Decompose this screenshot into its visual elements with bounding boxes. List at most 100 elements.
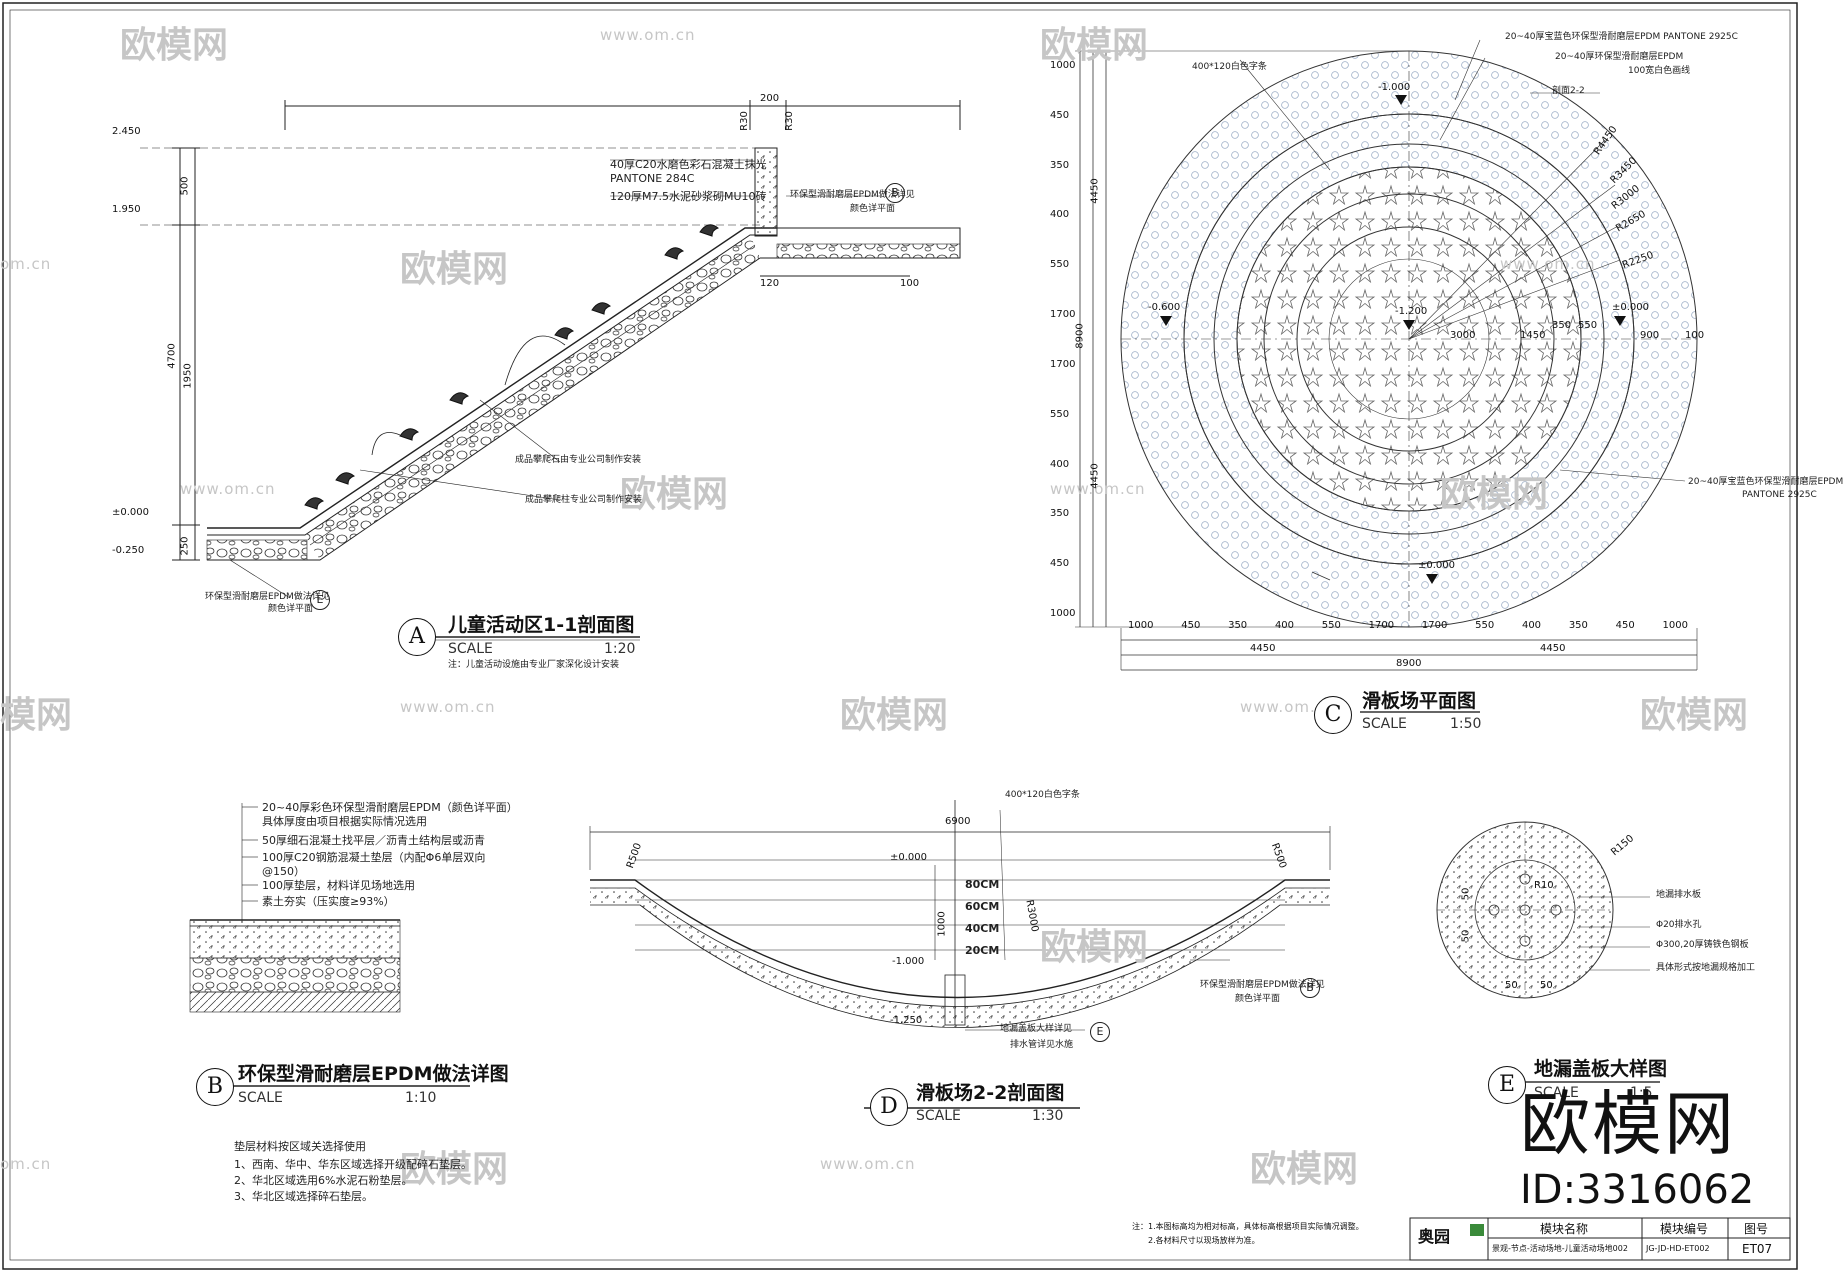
- tb-note-1: 注：1.本图标高均为相对标高，具体标高根据项目实际情况调整。: [1132, 1222, 1364, 1231]
- callout-c-3: 100宽白色画线: [1628, 66, 1691, 76]
- title-c: 滑板场平面图: [1362, 690, 1477, 712]
- depth-d-3: 40CM: [965, 922, 1000, 935]
- dim: 1000: [1050, 607, 1076, 619]
- dim: 400: [1521, 620, 1542, 631]
- section-mark-c: 剖面2-2: [1552, 86, 1585, 96]
- watermark-url: www.om.cn: [1050, 480, 1146, 498]
- badge-b: B: [196, 1068, 234, 1106]
- dim-e-3: 50: [1505, 980, 1518, 991]
- callout-a-6: 成品攀爬石由专业公司制作安装: [515, 455, 642, 465]
- level-a-1: 2.450: [112, 126, 141, 137]
- dim: 450: [1050, 558, 1070, 570]
- dim-c-l2-2: 4450: [1089, 463, 1101, 489]
- callout-a-bottom-2: 颜色详平面: [268, 604, 314, 614]
- dim: 1700: [1368, 620, 1395, 631]
- watermark-logo: 欧模网: [1440, 474, 1549, 515]
- callout-a-4: 环保型滑耐磨层EPDM做法详见: [790, 190, 915, 200]
- ref-bubble-e-d: E: [1090, 1022, 1110, 1042]
- dim-c-m3: 350: [1552, 320, 1572, 331]
- dim: 550: [1050, 259, 1070, 271]
- dim-e-4: 50: [1540, 980, 1553, 991]
- ref-bubble-b-d: B: [1300, 978, 1320, 998]
- depth-d-1: 80CM: [965, 878, 1000, 891]
- dim-c-m2: 1450: [1520, 330, 1546, 341]
- tb-header-no: 图号: [1744, 1222, 1769, 1236]
- dim-d-v: 1000: [936, 911, 948, 937]
- brand-overlay: 欧模网: [1520, 1083, 1736, 1165]
- brand-id: ID:3316062: [1520, 1167, 1755, 1213]
- scale-d: 1:30: [1032, 1108, 1064, 1124]
- watermark-logo: 欧模网: [1040, 25, 1149, 66]
- level-c-2: -0.600: [1148, 302, 1181, 313]
- dim: 350: [1050, 159, 1070, 171]
- level-d-3: -1.250: [890, 1015, 923, 1026]
- tb-value-code: JG-JD-HD-ET002: [1646, 1244, 1710, 1253]
- badge-d: D: [870, 1088, 908, 1126]
- notes-b-1: 1、西南、华中、华东区域选择开级配碎石垫层。: [234, 1158, 472, 1171]
- dim-a-top: 200: [760, 93, 780, 104]
- dim-a-r1: R30: [738, 111, 750, 131]
- tb-header-code: 模块编号: [1660, 1222, 1709, 1236]
- callout-d-2: 环保型滑耐磨层EPDM做法详见: [1200, 980, 1325, 990]
- watermark-logo-partial: 模网: [0, 695, 73, 736]
- title-d: 滑板场2-2剖面图: [916, 1082, 1065, 1104]
- dim-c-m1: 3000: [1450, 330, 1476, 341]
- callout-a-bottom-1: 环保型滑耐磨层EPDM做法详见: [205, 592, 330, 602]
- scale-word-c: SCALE: [1362, 716, 1407, 732]
- ref-bubble-e: E: [310, 590, 330, 610]
- level-a-2: 1.950: [112, 204, 141, 215]
- scale-c: 1:50: [1450, 716, 1482, 732]
- depth-d-2: 60CM: [965, 900, 1000, 913]
- callout-c-5: 20~40厚宝蓝色环保型滑耐磨层EPDM: [1688, 477, 1843, 487]
- dim: 550: [1050, 408, 1070, 420]
- callout-d-1: 400*120白色字条: [1005, 790, 1080, 800]
- title-b: 环保型滑耐磨层EPDM做法详图: [238, 1063, 509, 1085]
- layer-b-1: 20~40厚彩色环保型滑耐磨层EPDM（颜色详平面）: [262, 801, 518, 814]
- level-c-1: -1.000: [1378, 82, 1411, 93]
- tb-logo: 奥园: [1418, 1227, 1451, 1246]
- dim-a-b2: 100: [900, 278, 920, 289]
- scale-a: 1:20: [604, 641, 636, 657]
- watermark-url: www.om.cn: [1500, 255, 1596, 273]
- layer-b-6: 100厚垫层，材料详见场地选用: [262, 879, 415, 892]
- dim: 1000: [1662, 620, 1688, 631]
- dim: 1700: [1050, 358, 1076, 370]
- callout-a-2: PANTONE 284C: [610, 172, 695, 185]
- layer-b-7: 素土夯实（压实度≥93%）: [262, 895, 395, 908]
- dim-c-b2-1: 4450: [1250, 643, 1276, 654]
- dim: 450: [1050, 109, 1070, 121]
- callout-e-1: 地漏排水板: [1656, 890, 1702, 900]
- depth-d-4: 20CM: [965, 944, 1000, 957]
- dim-a-r2: R30: [783, 111, 795, 131]
- dim: 1000: [1128, 620, 1154, 631]
- watermark-logo: 欧模网: [1250, 1149, 1359, 1190]
- callout-c-4: 400*120白色字条: [1192, 62, 1267, 72]
- level-c-4: ±0.000: [1612, 302, 1650, 313]
- scale-word-d: SCALE: [916, 1108, 961, 1124]
- dim-c-l2-1: 4450: [1089, 178, 1101, 204]
- title-a: 儿童活动区1-1剖面图: [448, 614, 635, 636]
- watermark-url: om.cn: [0, 255, 52, 273]
- callout-c-1: 20~40厚宝蓝色环保型滑耐磨层EPDM PANTONE 2925C: [1505, 32, 1738, 42]
- callout-d-5: 排水管详见水施: [1010, 1040, 1074, 1050]
- notes-b-2: 2、华北区域选用6%水泥石粉垫层。: [234, 1174, 413, 1187]
- scale-e: 1:5: [1630, 1085, 1653, 1101]
- dim-a-v4: 250: [179, 536, 191, 556]
- layer-b-4: 100厚C20钢筋混凝土垫层（内配Φ6单层双向: [262, 851, 486, 864]
- watermark-logo: 欧模网: [840, 695, 949, 736]
- callout-c-2: 20~40厚环保型滑耐磨层EPDM: [1555, 52, 1684, 62]
- dim: 550: [1475, 620, 1495, 631]
- dim: 350: [1568, 620, 1588, 631]
- watermark-url: om.cn: [0, 1155, 52, 1173]
- radius-e-2: R10: [1534, 880, 1554, 891]
- dim-c-m4: 550: [1578, 320, 1598, 331]
- layer-b-2: 具体厚度由项目根据实际情况选用: [262, 815, 427, 828]
- scale-word-b: SCALE: [238, 1090, 283, 1106]
- dim: 350: [1228, 620, 1248, 631]
- dim: 400: [1050, 458, 1070, 470]
- dim-c-l3: 8900: [1074, 323, 1086, 349]
- watermark-logo: 欧模网: [1040, 927, 1149, 968]
- callout-a-1: 40厚C20水磨色彩石混凝土抹光: [610, 158, 767, 171]
- dim: 550: [1321, 620, 1341, 631]
